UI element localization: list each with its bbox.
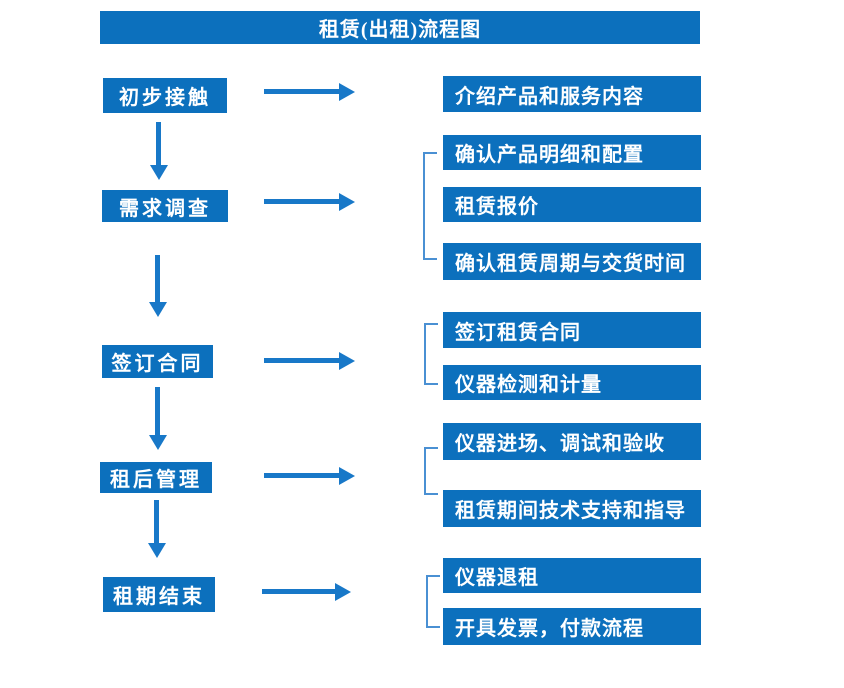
- step-box-demand-survey: 需求调查: [102, 190, 228, 222]
- detail-box-intro-products-services: 介绍产品和服务内容: [443, 76, 701, 112]
- down-arrow-connector-1: [156, 122, 161, 165]
- right-arrow-connector-2: [264, 199, 339, 204]
- right-arrow-connector-5: [262, 589, 335, 594]
- step-box-post-rental-management: 租后管理: [100, 462, 212, 493]
- detail-box-instrument-inspection: 仪器检测和计量: [443, 365, 701, 400]
- detail-box-rental-quote: 租赁报价: [443, 187, 701, 222]
- detail-box-sign-rental-contract: 签订租赁合同: [443, 312, 701, 348]
- step-box-sign-contract: 签订合同: [102, 345, 213, 378]
- bracket-sign-contract-group: [424, 323, 438, 385]
- right-arrow-connector-3: [264, 358, 339, 363]
- flowchart-title: 租赁(出租)流程图: [100, 11, 700, 44]
- bracket-rental-end-group: [426, 575, 440, 628]
- right-arrow-connector-1: [264, 89, 339, 94]
- right-arrow-connector-4: [264, 473, 339, 478]
- detail-box-confirm-rental-period: 确认租赁周期与交货时间: [443, 243, 701, 280]
- detail-box-invoice-payment: 开具发票，付款流程: [443, 608, 701, 645]
- down-arrow-connector-3: [155, 387, 160, 435]
- bracket-post-rental-group: [424, 447, 438, 495]
- down-arrow-connector-2: [155, 255, 160, 302]
- down-arrow-connector-4: [154, 500, 159, 543]
- detail-box-tech-support: 租赁期间技术支持和指导: [443, 490, 701, 527]
- bracket-demand-survey-group: [423, 152, 437, 260]
- detail-box-instrument-setup-acceptance: 仪器进场、调试和验收: [443, 423, 701, 460]
- step-box-initial-contact: 初步接触: [103, 78, 227, 113]
- detail-box-confirm-product-details: 确认产品明细和配置: [443, 135, 701, 170]
- step-box-rental-end: 租期结束: [103, 577, 215, 612]
- detail-box-instrument-return: 仪器退租: [443, 558, 701, 593]
